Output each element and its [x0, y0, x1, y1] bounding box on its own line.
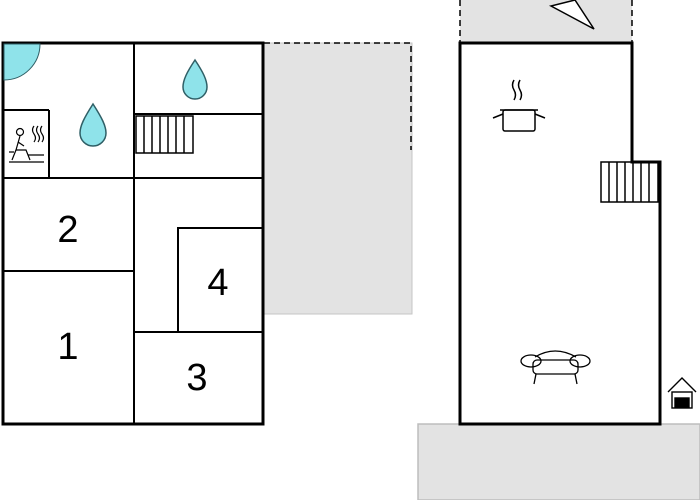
- room-2-label: 2: [57, 209, 78, 251]
- terrace-top-right-dashed-edge: [459, 0, 633, 42]
- house-entrance-icon: [667, 377, 697, 409]
- terrace-left: [263, 42, 413, 315]
- sofa-icon: [520, 350, 591, 385]
- wall: [177, 227, 263, 332]
- terrace-top-right: [460, 0, 632, 43]
- left-building: [1, 41, 265, 426]
- terrace-bottom-right: [417, 423, 700, 500]
- room-1-label: 1: [57, 326, 78, 368]
- cooking-pot-icon: [492, 79, 546, 132]
- right-building-outline: [458, 41, 662, 426]
- terrace-areas: [263, 0, 700, 500]
- hot-tub-icon: [3, 43, 41, 81]
- room-4-label: 4: [207, 262, 228, 304]
- water-drop-icon: [182, 58, 208, 100]
- sauna-icon: [9, 125, 45, 163]
- stairs-icon: [135, 115, 194, 154]
- stairs-icon: [600, 161, 659, 203]
- water-drop-icon: [79, 102, 107, 147]
- room-3-label: 3: [186, 357, 207, 399]
- compass-north-arrow-icon: [548, 0, 595, 30]
- right-building: [458, 41, 662, 426]
